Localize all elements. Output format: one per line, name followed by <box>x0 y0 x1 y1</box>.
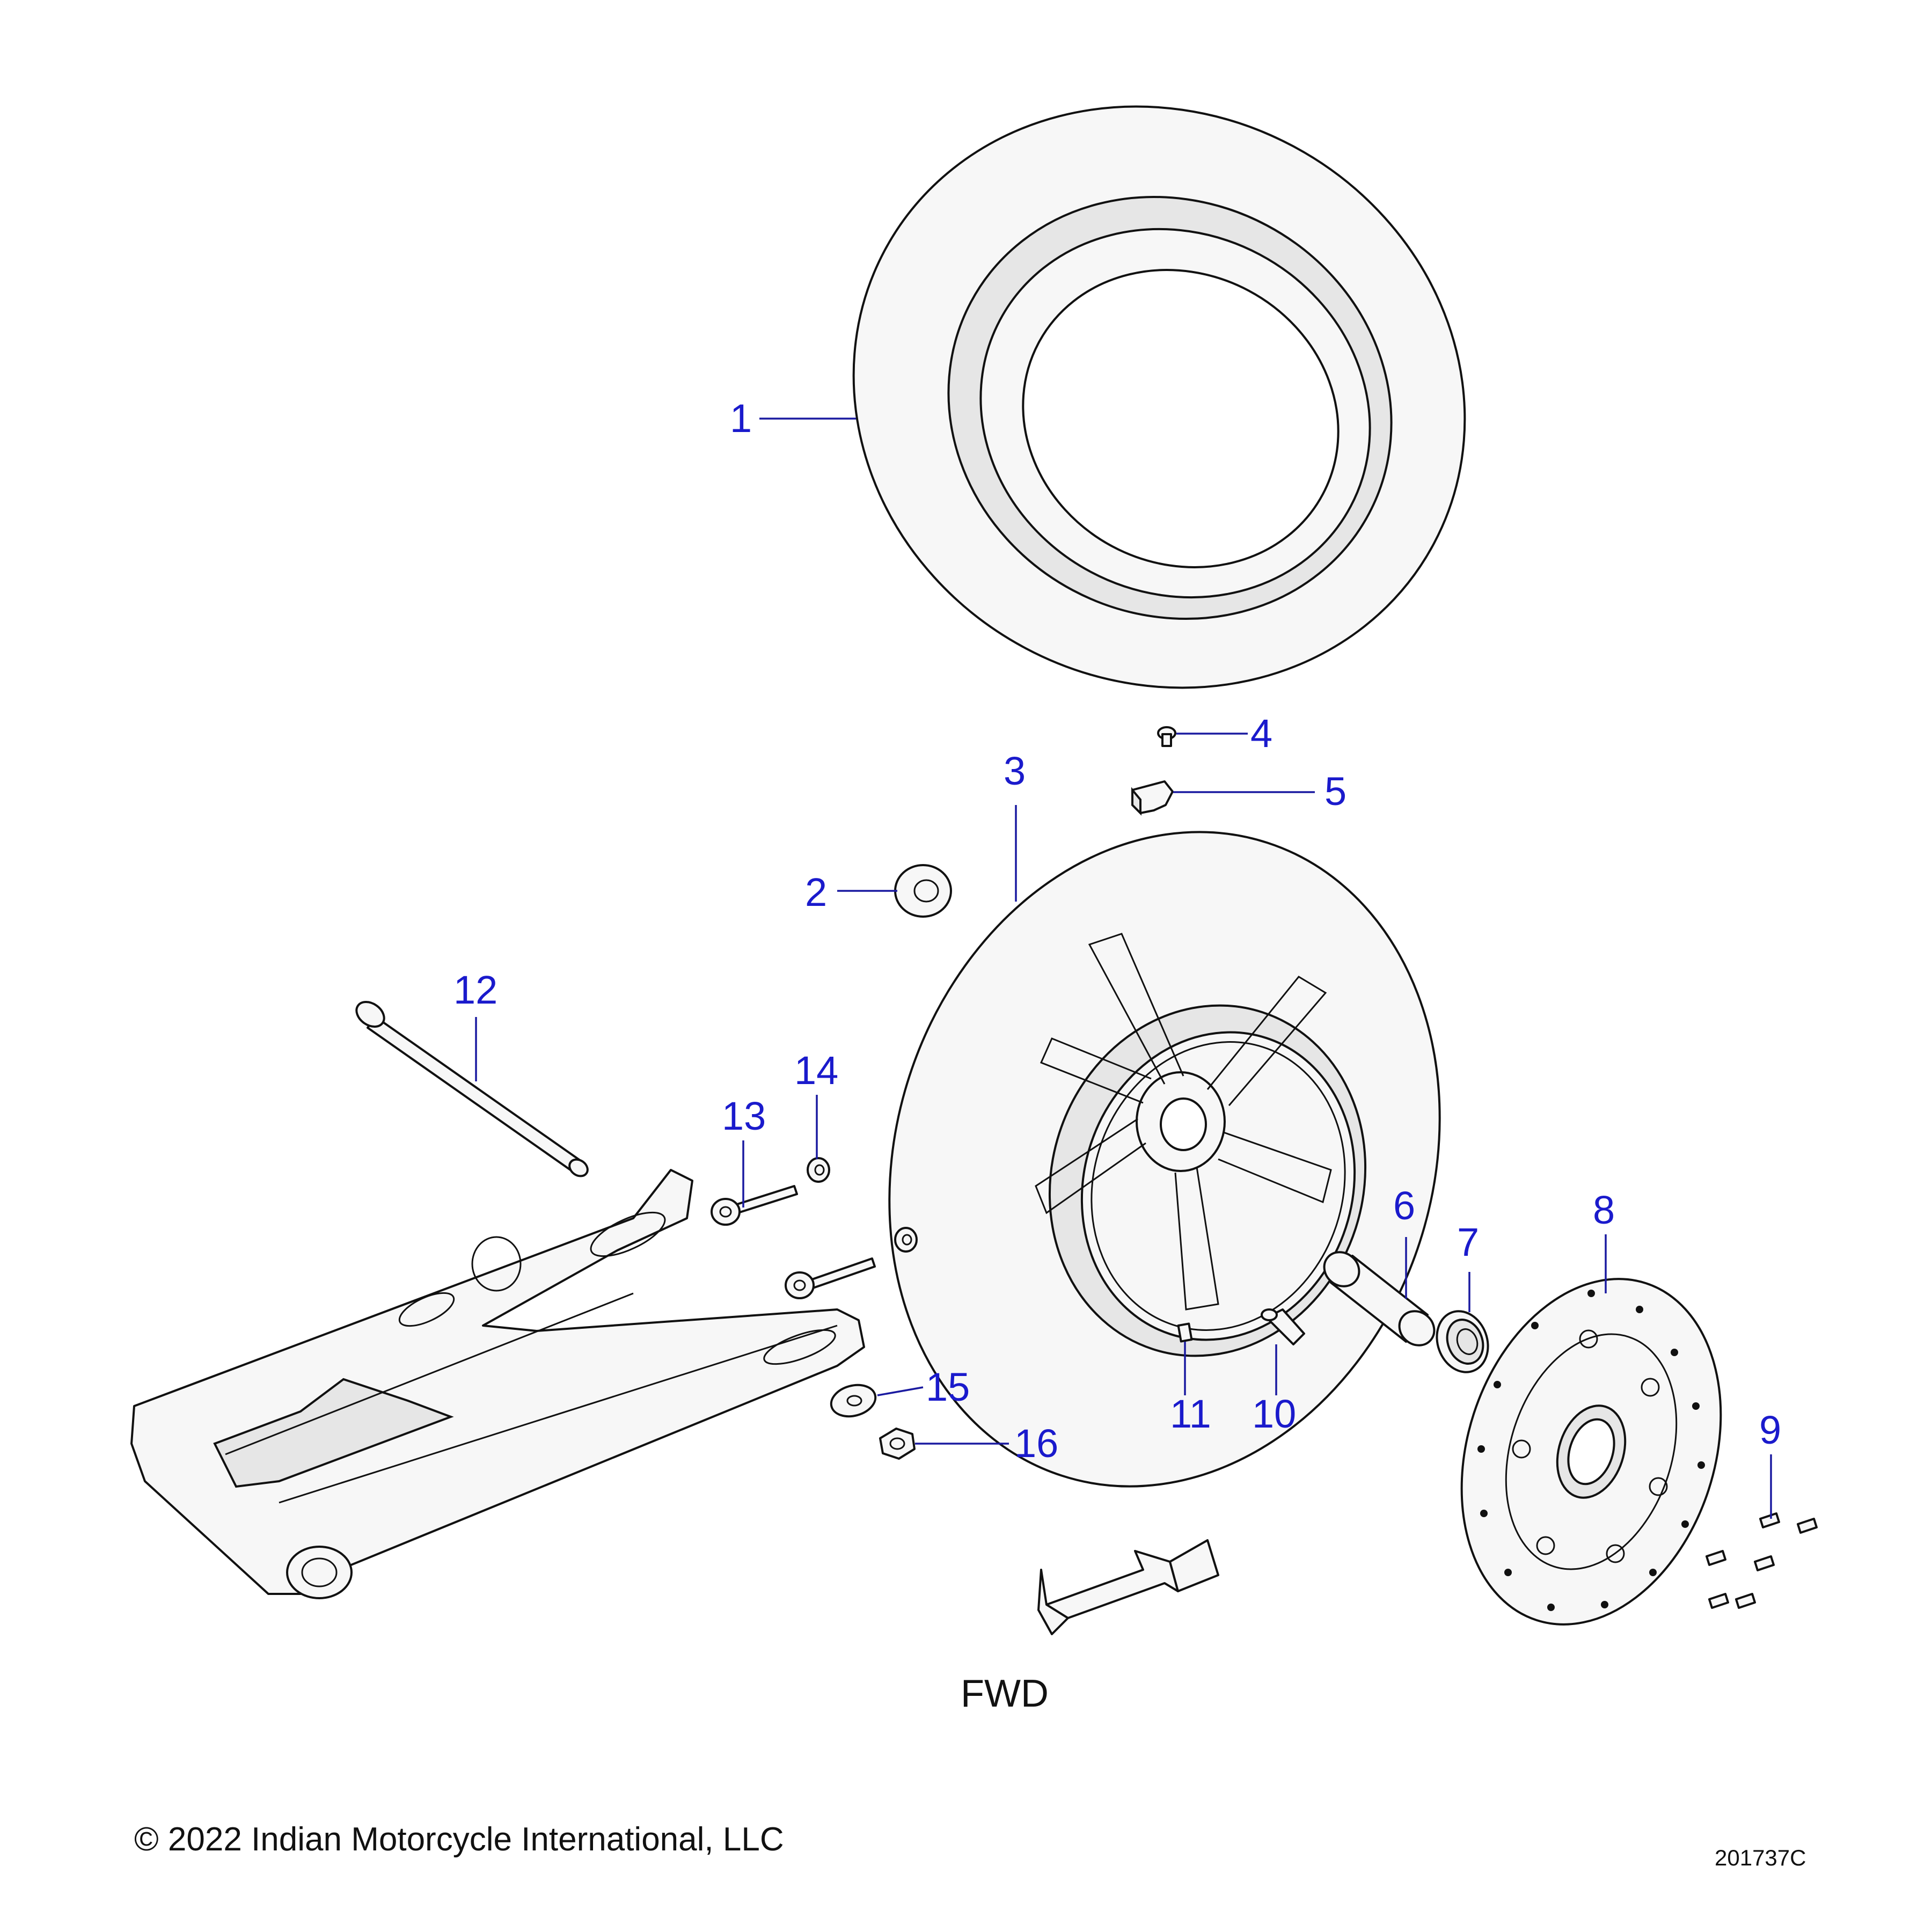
axle-adjuster-lower <box>785 1257 876 1299</box>
adjuster-nut-upper <box>807 1157 830 1183</box>
copyright-notice: © 2022 Indian Motorcycle International, … <box>134 1821 784 1858</box>
forward-arrow <box>1037 1539 1219 1635</box>
valve-stem <box>1261 1308 1305 1345</box>
rear-wheel <box>888 831 1441 1488</box>
wheel-bearing-right <box>1436 1310 1489 1373</box>
pivot-shaft <box>355 1001 589 1177</box>
callout-16: 16 <box>1014 1421 1058 1466</box>
tire <box>852 105 1466 689</box>
sensor-bracket <box>1131 780 1174 816</box>
callout-1: 1 <box>730 396 752 441</box>
adjuster-nut-lower <box>894 1227 918 1253</box>
valve-screw <box>1157 726 1176 747</box>
callout-13: 13 <box>722 1094 766 1138</box>
callout-11: 11 <box>1170 1392 1211 1436</box>
drawing-number: 201737C <box>1715 1845 1806 1870</box>
balance-weight <box>1177 1322 1193 1343</box>
callout-9: 9 <box>1759 1408 1781 1452</box>
disc-bolts <box>1706 1512 1818 1609</box>
callout-7: 7 <box>1457 1220 1479 1264</box>
swingarm <box>130 1169 865 1599</box>
callout-14: 14 <box>794 1048 838 1093</box>
axle-adjuster-upper <box>711 1185 798 1226</box>
callout-8: 8 <box>1593 1188 1615 1232</box>
axle-nut <box>879 1428 916 1460</box>
callout-5: 5 <box>1324 769 1346 814</box>
axle-washer <box>830 1384 877 1418</box>
brake-disc <box>1460 1278 1722 1626</box>
callout-4: 4 <box>1250 711 1272 756</box>
callout-2: 2 <box>805 870 827 914</box>
callout-10: 10 <box>1252 1392 1296 1436</box>
callout-6: 6 <box>1393 1183 1415 1228</box>
callout-12: 12 <box>453 968 497 1012</box>
leader-lines <box>475 418 1772 1519</box>
callout-15: 15 <box>926 1365 970 1409</box>
axle-spacer <box>1323 1251 1436 1346</box>
fwd-label: FWD <box>961 1672 1049 1715</box>
callout-3: 3 <box>1004 749 1026 793</box>
wheel-bearing-left <box>894 864 952 918</box>
